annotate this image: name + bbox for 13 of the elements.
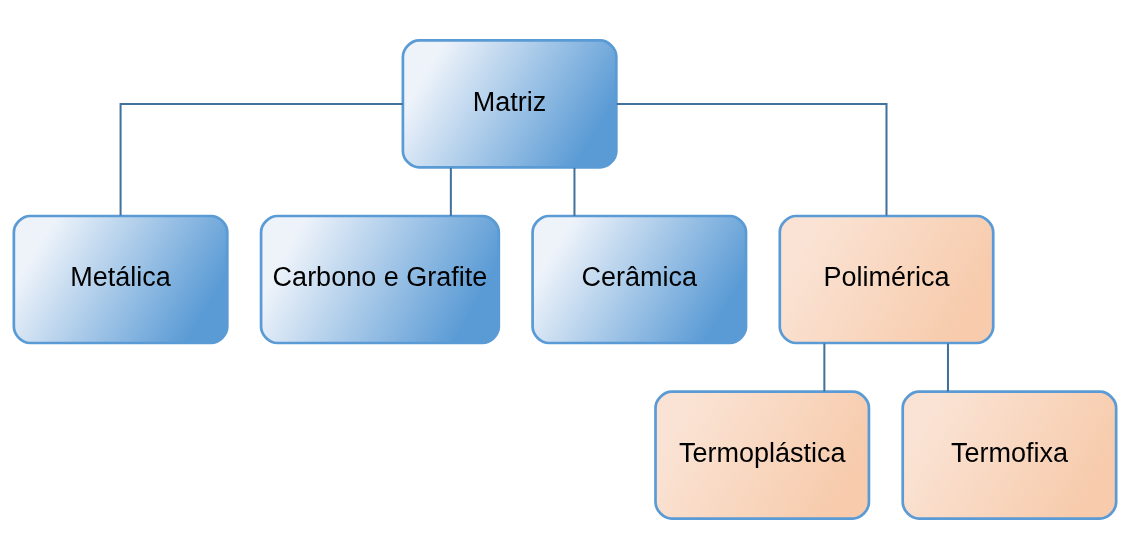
- connector: [823, 343, 826, 392]
- node-box: Metálica: [12, 214, 229, 345]
- node-box: Cerâmica: [531, 214, 748, 345]
- node-box: Termofixa: [901, 390, 1118, 520]
- node-box: Polimérica: [778, 214, 995, 345]
- node-box: Termoplástica: [654, 390, 871, 520]
- node-box: Carbono e Grafite: [259, 214, 501, 345]
- connector: [573, 167, 576, 216]
- connector: [119, 102, 403, 216]
- connector: [616, 102, 888, 216]
- connector: [946, 343, 949, 392]
- node-box: Matriz: [401, 39, 618, 169]
- connector: [449, 167, 452, 216]
